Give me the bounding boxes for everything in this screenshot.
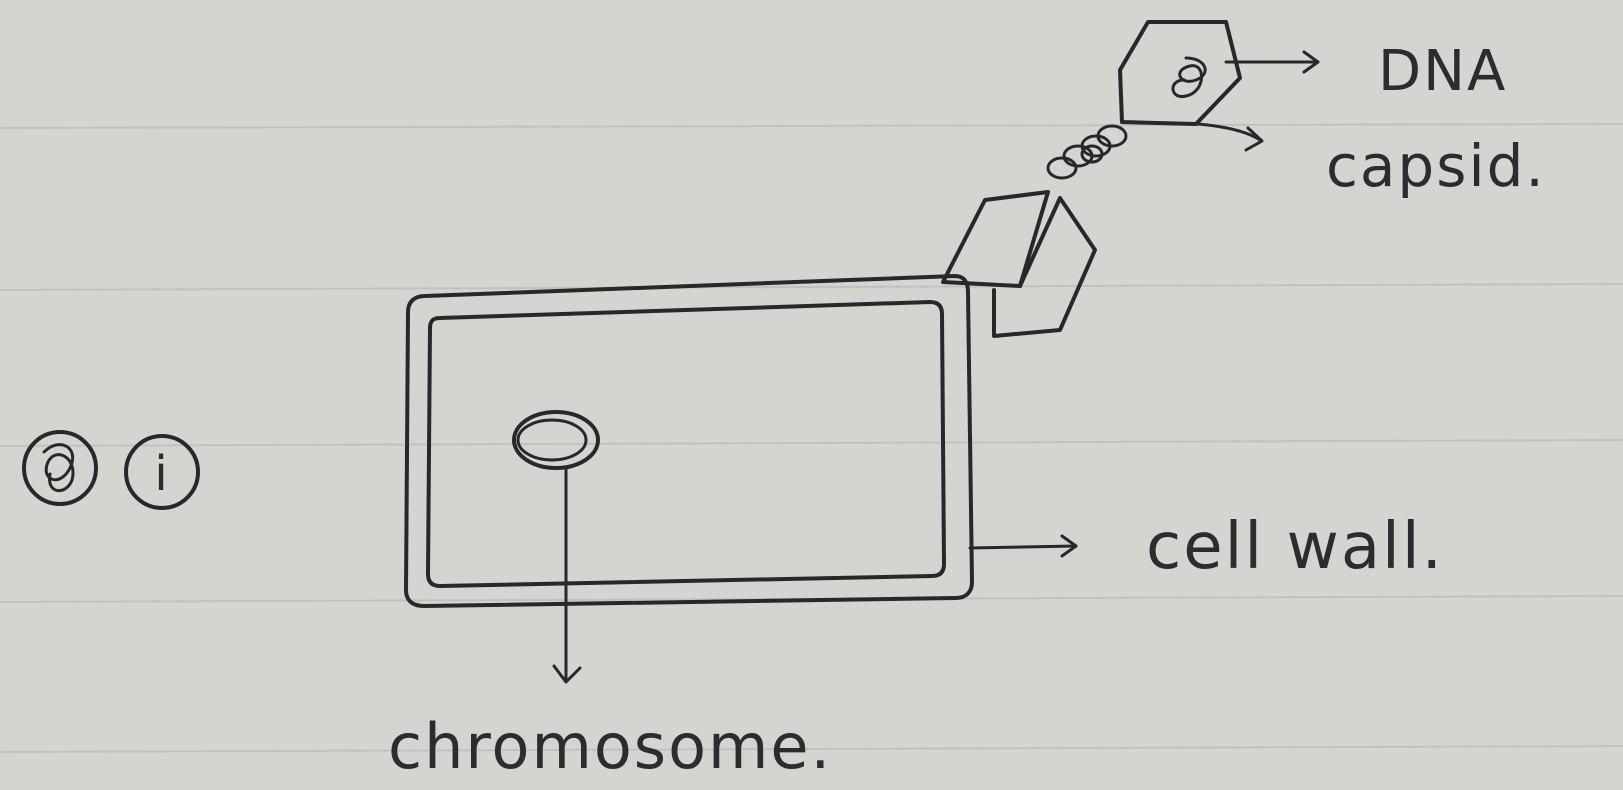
phage-tail-fibre bbox=[992, 196, 1097, 338]
phage-head-capsid bbox=[1118, 20, 1242, 126]
capsid-arrowhead bbox=[1244, 126, 1264, 152]
part-circle bbox=[124, 434, 200, 510]
dna-label: DNA bbox=[1378, 39, 1507, 104]
cell-wall-arrowhead bbox=[1060, 534, 1078, 558]
chromosome-circle bbox=[512, 410, 600, 470]
capsid-label: capsid. bbox=[1326, 132, 1546, 200]
phage-tail-coils bbox=[1046, 124, 1128, 180]
question-number-marker: i bbox=[22, 430, 200, 510]
cell-membrane-inner bbox=[426, 300, 946, 588]
ruled-lines bbox=[0, 123, 1623, 753]
label-arrows bbox=[552, 50, 1320, 684]
part-label: i bbox=[154, 446, 169, 502]
dna-arrowhead bbox=[1302, 50, 1320, 74]
phage-dna-strand bbox=[1171, 56, 1207, 98]
chromosome-arrowhead bbox=[552, 664, 582, 684]
chromosome-inner-stroke bbox=[516, 418, 588, 462]
bacterial-cell bbox=[404, 274, 974, 608]
capsid-arrow-line bbox=[1196, 122, 1262, 142]
cell-wall-label: cell wall. bbox=[1146, 510, 1444, 584]
chromosome-label: chromosome. bbox=[388, 710, 832, 783]
bacteriophage bbox=[941, 20, 1242, 338]
cell-wall-arrow-line bbox=[968, 544, 1078, 550]
scribbled-number-circle bbox=[22, 430, 98, 506]
scribble-mark bbox=[42, 443, 75, 492]
phage-base-plate bbox=[941, 190, 1050, 288]
